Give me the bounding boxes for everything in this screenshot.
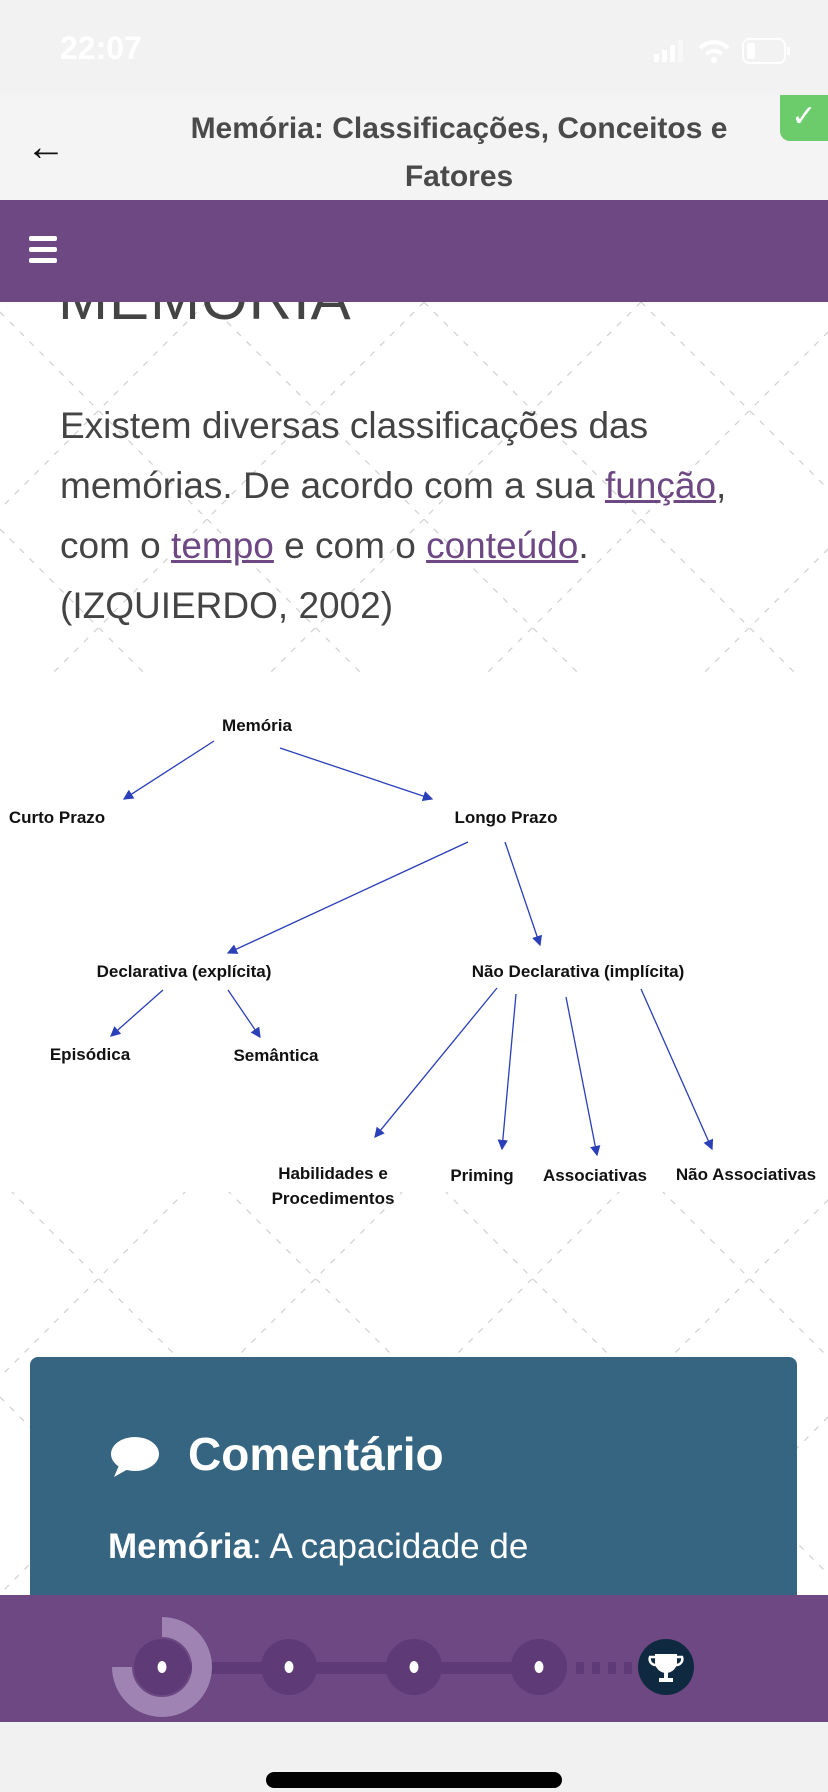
diagram-arrow	[374, 987, 498, 1139]
comment-text: Memória: A capacidade de	[108, 1527, 529, 1566]
node-longo-prazo: Longo Prazo	[455, 808, 558, 827]
node-episodica: Episódica	[50, 1045, 131, 1064]
section-heading: MEMÓRIA	[58, 302, 352, 333]
check-icon: ✓	[791, 100, 817, 133]
link-funcao[interactable]: função	[604, 465, 717, 506]
home-indicator[interactable]	[266, 1772, 562, 1788]
trophy-icon	[648, 1654, 684, 1682]
node-procedimentos: Procedimentos	[272, 1189, 395, 1208]
diagram-arrow	[640, 988, 714, 1151]
diagram-arrow	[504, 841, 542, 947]
comment-title: Comentário	[188, 1428, 444, 1480]
status-bar: 22:07	[0, 0, 828, 95]
node-habilidades: Habilidades e	[278, 1164, 388, 1183]
diagram-arrow	[227, 989, 261, 1039]
step-1[interactable]	[134, 1639, 190, 1695]
hamburger-icon	[29, 236, 57, 241]
diagram-arrow	[565, 996, 601, 1157]
node-memoria: Memória	[222, 716, 292, 735]
comment-card: Comentário Memória: A capacidade de	[30, 1357, 797, 1595]
diagram-arrow	[122, 740, 215, 800]
memory-classification-diagram: Memória Curto Prazo Longo Prazo Declarat…	[9, 716, 816, 1208]
step-3[interactable]	[386, 1639, 442, 1695]
completed-badge: ✓	[780, 95, 828, 141]
node-nao-associativas: Não Associativas	[676, 1165, 816, 1184]
wifi-icon	[698, 40, 730, 63]
signal-icon	[654, 40, 683, 62]
node-declarativa: Declarativa (explícita)	[97, 962, 272, 981]
diagram-arrow	[279, 747, 434, 802]
intro-paragraph: Existem diversas classificações das memó…	[60, 405, 727, 626]
progress-bar	[0, 1595, 828, 1722]
arrow-left-icon: ←	[26, 125, 66, 169]
node-associativas: Associativas	[543, 1166, 647, 1185]
step-2[interactable]	[261, 1639, 317, 1695]
nav-bar	[0, 200, 828, 302]
diagram-arrow	[497, 993, 517, 1151]
step-4[interactable]	[511, 1639, 567, 1695]
battery-icon	[742, 38, 790, 64]
node-priming: Priming	[450, 1166, 513, 1185]
link-conteudo[interactable]: conteúdo	[426, 525, 579, 566]
node-curto-prazo: Curto Prazo	[9, 808, 105, 827]
app-header: ← Memória: Classificações, Conceitos e F…	[0, 95, 828, 200]
home-indicator-area	[0, 1722, 828, 1792]
diagram-arrow	[226, 841, 469, 954]
status-time: 22:07	[60, 30, 142, 66]
step-progress-ring	[112, 1617, 212, 1717]
node-semantica: Semântica	[233, 1046, 319, 1065]
lesson-content: MEMÓRIA Existem diversas classificações …	[0, 302, 828, 1595]
diagram-arrow	[110, 989, 164, 1037]
page-title: Memória: Classificações, Conceitos e Fat…	[190, 112, 728, 193]
back-button[interactable]: ←	[26, 125, 66, 170]
link-tempo[interactable]: tempo	[171, 525, 274, 566]
speech-bubble-icon	[111, 1437, 159, 1477]
node-nao-declarativa: Não Declarativa (implícita)	[472, 962, 685, 981]
menu-button[interactable]	[29, 236, 57, 269]
step-trophy[interactable]	[638, 1639, 694, 1695]
